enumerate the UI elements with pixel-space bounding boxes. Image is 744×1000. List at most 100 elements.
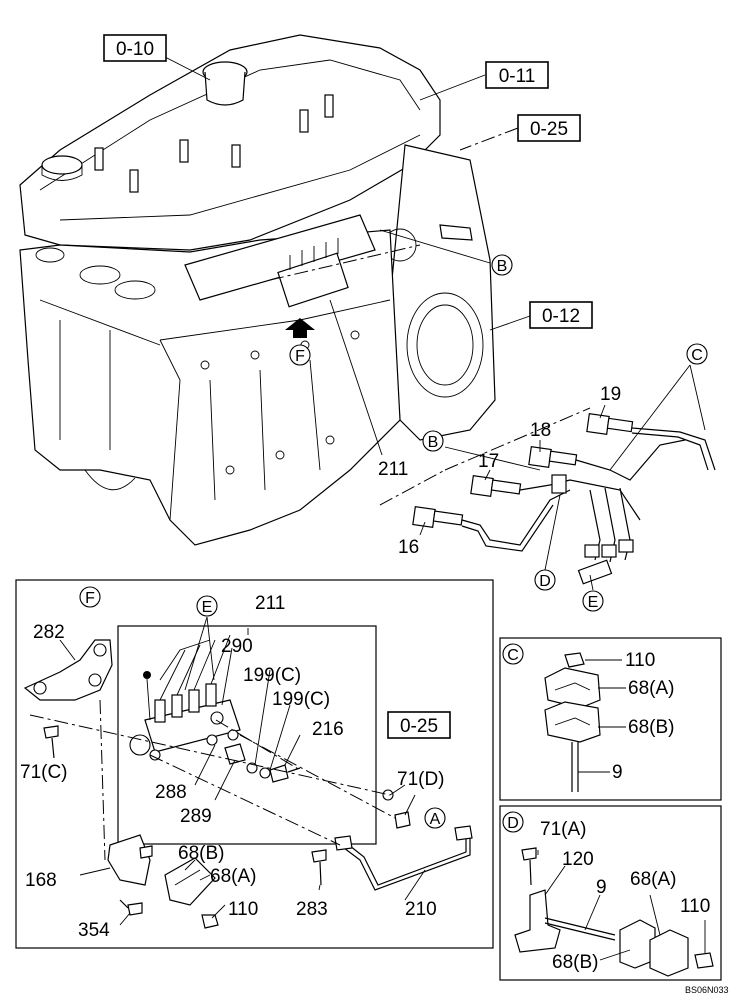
diagram-line-art <box>184 616 208 691</box>
callout-a-detail: A <box>424 807 446 829</box>
diagram-line-art <box>649 929 689 977</box>
diagram-label: F <box>295 348 305 365</box>
diagram-line-art <box>394 811 411 829</box>
diagram-line-art <box>184 859 196 871</box>
diagram-line-art <box>689 364 706 431</box>
diagram-line-art <box>204 71 246 106</box>
diagram-line-art <box>529 301 593 329</box>
part-label-120: 120 <box>562 849 594 870</box>
diagram-line-art <box>139 845 153 859</box>
diagram-line-art <box>694 952 714 969</box>
callout-e-pipes: E <box>582 590 604 612</box>
diagram-label: D <box>539 573 551 590</box>
diagram-line-art <box>51 737 55 759</box>
diagram-line-art <box>387 711 451 739</box>
diagram-line-art <box>43 725 59 739</box>
part-label-110-detail-f: 110 <box>228 899 258 920</box>
part-label-18: 18 <box>530 420 551 441</box>
diagram-line-art <box>517 114 581 142</box>
part-label-110-detail-d: 110 <box>680 896 710 917</box>
part-label-68b-detail-c: 68(B) <box>628 717 674 738</box>
diagram-line-art <box>599 949 631 961</box>
diagram-line-art <box>564 652 585 668</box>
callout-e-detail: E <box>196 595 218 617</box>
diagram-line-art <box>584 894 601 931</box>
diagram-line-art <box>544 865 566 896</box>
part-label-68b-detail-d: 68(B) <box>552 952 598 973</box>
diagram-label: E <box>588 594 599 611</box>
diagram-line-art <box>519 479 641 521</box>
diagram-line-art <box>289 238 339 270</box>
part-label-290: 290 <box>221 636 253 657</box>
part-label-9-detail-d: 9 <box>596 877 607 898</box>
diagram-line-art <box>416 304 474 386</box>
part-label-199c-lower: 199(C) <box>272 689 330 710</box>
part-label-110-detail-c: 110 <box>625 650 655 671</box>
diagram-line-art <box>586 413 610 435</box>
diagram-line-art <box>41 165 83 181</box>
part-label-211-detail: 211 <box>255 593 285 614</box>
diagram-line-art <box>250 350 260 360</box>
diagram-line-art <box>99 699 106 861</box>
diagram-line-art <box>618 539 634 553</box>
diagram-line-art <box>225 465 235 475</box>
diagram-line-art <box>246 762 258 774</box>
callout-d-pipes: D <box>534 569 556 591</box>
diagram-line-art <box>119 899 129 909</box>
diagram-line-art <box>259 369 266 491</box>
part-label-17: 17 <box>478 451 499 472</box>
diagram-line-art <box>114 280 156 300</box>
diagram-line-art <box>379 469 446 506</box>
diagram-line-art <box>41 155 83 175</box>
diagram-line-art <box>419 74 486 101</box>
diagram-line-art <box>432 510 464 526</box>
diagram-line-art <box>490 479 522 495</box>
diagram-line-art <box>329 299 383 456</box>
diagram-label: E <box>202 599 213 616</box>
diagram-line-art <box>84 469 136 491</box>
diagram-line-art <box>285 318 315 338</box>
diagram-line-art <box>601 544 617 558</box>
diagram-line-art <box>502 643 524 665</box>
diagram-line-art <box>544 701 601 743</box>
diagram-line-art <box>259 767 271 779</box>
leader-lines-top <box>164 56 531 456</box>
diagram-line-art <box>23 639 113 701</box>
diagram-line-art <box>35 247 65 263</box>
diagram-line-art <box>454 825 473 841</box>
detail-c-frame <box>499 637 722 801</box>
diagram-line-art <box>199 874 211 881</box>
callout-c-top: C <box>686 343 708 365</box>
diagram-line-art <box>164 56 211 81</box>
diagram-line-art <box>599 404 606 419</box>
part-label-16: 16 <box>398 537 419 558</box>
diagram-label: C <box>507 647 519 664</box>
diagram-line-art <box>491 254 513 276</box>
diagram-line-art <box>606 417 634 433</box>
diagram-line-art <box>521 847 537 861</box>
diagram-line-art <box>544 922 616 941</box>
ref-box-label: 0-12 <box>542 306 580 327</box>
part-label-216: 216 <box>312 719 344 740</box>
diagram-line-art <box>33 681 47 695</box>
callout-f-detail: F <box>79 586 101 608</box>
diagram-line-art <box>554 682 591 691</box>
diagram-line-art <box>389 144 496 441</box>
part-label-289: 289 <box>180 806 212 827</box>
diagram-line-art <box>325 435 335 445</box>
diagram-line-art <box>143 671 151 679</box>
diagram-label: B <box>497 258 508 275</box>
diagram-line-art <box>227 729 239 741</box>
ref-box-0-25-detail: 0-25 <box>387 711 451 739</box>
diagram-line-art <box>575 439 686 481</box>
diagram-line-art <box>649 894 661 936</box>
diagram-line-art <box>79 586 101 608</box>
ref-box-label: 0-25 <box>400 716 438 737</box>
detail-f-frame <box>15 579 494 949</box>
diagram-line-art <box>577 559 613 585</box>
diagram-line-art <box>214 759 236 801</box>
diagram-line-art <box>269 764 289 783</box>
diagram-line-art <box>631 427 716 471</box>
detail-f-illustration <box>23 616 473 929</box>
ref-box-label: 0-25 <box>530 119 568 140</box>
